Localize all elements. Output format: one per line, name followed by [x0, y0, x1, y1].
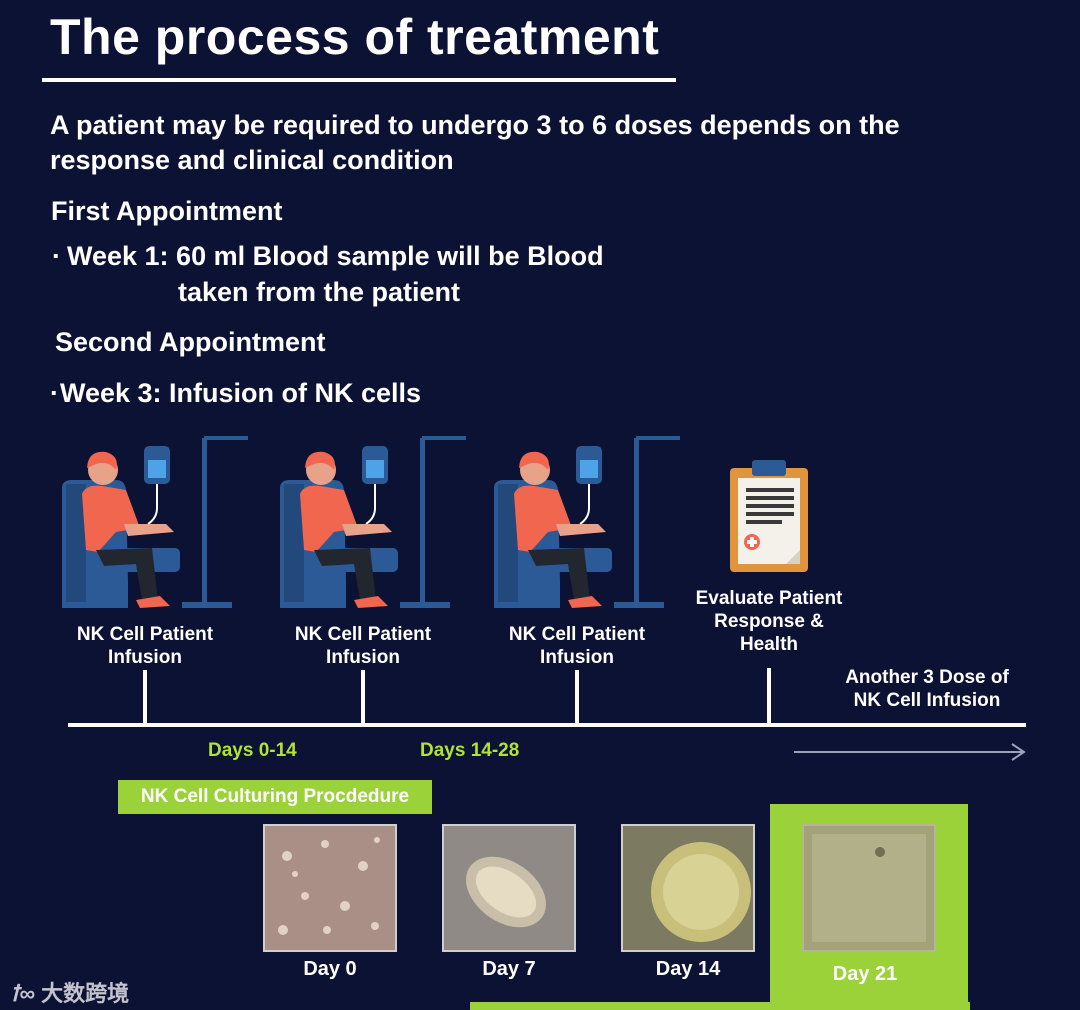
page-title: The process of treatment — [50, 9, 660, 65]
day-21-caption: Day 21 — [832, 963, 898, 985]
timeline-axis — [68, 723, 1026, 727]
second-appointment-heading: Second Appointment — [55, 327, 326, 357]
period-label-1: Days 0-14 — [208, 740, 297, 761]
another-dose-caption: Another 3 Dose of NK Cell Infusion — [822, 666, 1032, 712]
timeline-tick — [575, 670, 579, 725]
step-2-caption-line1: NK Cell Patient — [294, 624, 432, 645]
first-appointment-heading: First Appointment — [51, 196, 283, 226]
day-0-caption: Day 0 — [303, 958, 357, 980]
step-4-caption: Evaluate Patient Response & Health — [664, 587, 874, 656]
step-2-caption-line2: Infusion — [326, 647, 400, 668]
infusion-patient-icon — [488, 432, 688, 617]
watermark: ꝉ∞大数跨境 — [10, 976, 129, 1008]
culturing-procedure-label: NK Cell Culturing Procdedure — [118, 780, 432, 814]
step-1-caption-line2: Infusion — [108, 647, 182, 668]
step-1-caption-line1: NK Cell Patient — [76, 624, 214, 645]
period-label-2: Days 14-28 — [420, 740, 520, 761]
timeline-tick — [767, 668, 771, 725]
second-appointment-line1: Week 3: Infusion of NK cells — [60, 378, 422, 408]
step-3-caption-line2: Infusion — [540, 647, 614, 668]
step-3-caption: NK Cell Patient Infusion — [472, 623, 682, 669]
arrow-right-icon — [794, 742, 1028, 762]
clipboard-icon — [728, 458, 810, 576]
microscope-day-21-image — [802, 824, 936, 952]
microscope-day-14-image — [621, 824, 755, 952]
step-2-caption: NK Cell Patient Infusion — [258, 623, 468, 669]
title-underline — [42, 78, 676, 82]
first-appointment-line1: Week 1: 60 ml Blood sample will be Blood — [67, 241, 604, 271]
infusion-patient-icon — [56, 432, 256, 617]
infusion-patient-icon — [274, 432, 474, 617]
another-dose-line1: Another 3 Dose of — [845, 667, 1009, 688]
step-1-caption: NK Cell Patient Infusion — [40, 623, 250, 669]
intro-text: A patient may be required to undergo 3 t… — [50, 110, 900, 175]
day-14-caption: Day 14 — [655, 958, 721, 980]
timeline-tick — [361, 670, 365, 725]
day-7-caption: Day 7 — [482, 958, 536, 980]
microscope-day-0-image — [263, 824, 397, 952]
step-3-caption-line1: NK Cell Patient — [508, 624, 646, 645]
highlight-bar — [470, 1002, 970, 1010]
watermark-text: 大数跨境 — [41, 981, 130, 1006]
another-dose-line2: NK Cell Infusion — [853, 690, 1001, 711]
step-4-caption-line1: Evaluate Patient — [695, 588, 843, 609]
timeline-tick — [143, 670, 147, 725]
second-appointment-bullet: · — [50, 378, 59, 408]
watermark-logo-icon: ꝉ∞ — [10, 981, 36, 1006]
first-appointment-line2: taken from the patient — [178, 277, 461, 307]
step-4-caption-line3: Health — [739, 634, 799, 655]
first-appointment-bullet: · — [52, 241, 61, 271]
microscope-day-7-image — [442, 824, 576, 952]
step-4-caption-line2: Response & — [714, 611, 824, 632]
